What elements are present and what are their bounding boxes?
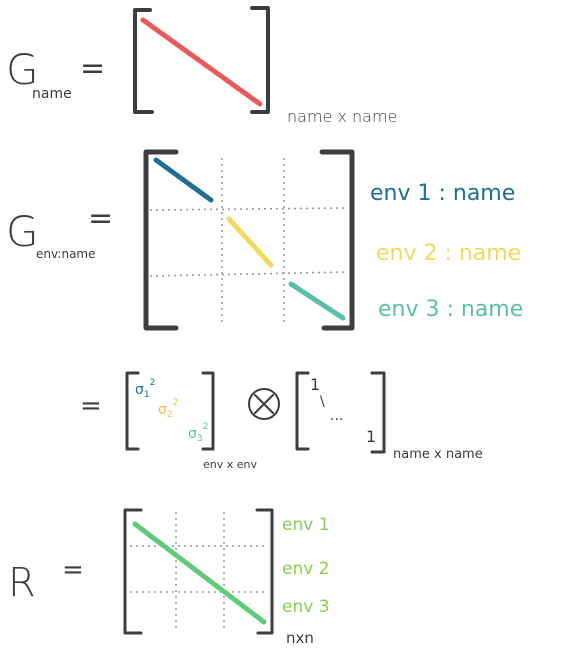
g-env-name-grid xyxy=(149,158,349,326)
r-label-env3: env 3 xyxy=(282,597,330,617)
sigma-matrix-dims: env x env xyxy=(203,458,257,471)
sigma-3: σ32 xyxy=(188,422,208,444)
identity-matrix-dims: name x name xyxy=(393,447,483,462)
r-label-env2: env 2 xyxy=(282,559,330,579)
g-env-name-subscript: env:name xyxy=(36,247,96,261)
kronecker-equals: = xyxy=(80,391,102,421)
g-env-name-right-bracket xyxy=(319,149,355,331)
kronecker-operator-icon xyxy=(248,388,280,420)
sigma-matrix-right-bracket xyxy=(201,371,215,451)
equation-r: R = env 1 env 2 env 3 nxn xyxy=(8,508,330,647)
r-left-bracket xyxy=(123,508,143,635)
g-name-equals: = xyxy=(80,51,105,86)
r-dims: nxn xyxy=(286,629,314,647)
g-name-subscript: name xyxy=(32,86,72,102)
r-grid xyxy=(130,512,268,632)
g-name-right-bracket xyxy=(250,6,270,114)
equation-g-env-name: G env:name = env 1 : name env 2 : name e… xyxy=(6,149,523,331)
g-env-name-label-env3: env 3 : name xyxy=(378,297,523,322)
g-env-name-symbol: G xyxy=(6,207,39,256)
equation-g-name: G name = name x name xyxy=(6,6,397,126)
g-env-name-block-2-diagonal xyxy=(226,216,274,268)
sigma-1: σ12 xyxy=(135,378,155,400)
g-name-diagonal xyxy=(140,17,263,107)
identity-diag-bottom: 1 xyxy=(366,427,376,446)
sigma-matrix-left-bracket xyxy=(125,371,140,451)
identity-diag-mid: \ xyxy=(320,394,325,410)
sigma-2: σ22 xyxy=(158,398,178,420)
g-env-name-label-env1: env 1 : name xyxy=(370,181,515,206)
g-env-name-left-bracket xyxy=(143,149,179,331)
g-env-name-label-env2: env 2 : name xyxy=(376,241,521,266)
identity-diag-top: 1 xyxy=(310,375,320,394)
r-right-bracket xyxy=(255,508,274,635)
r-diagonal xyxy=(132,521,267,625)
identity-diag-dots: ... xyxy=(330,408,343,424)
g-name-symbol: G xyxy=(6,45,39,94)
g-env-name-block-1-diagonal xyxy=(153,157,214,203)
identity-matrix-left-bracket xyxy=(295,371,310,451)
g-name-dims: name x name xyxy=(287,107,397,126)
g-name-left-bracket xyxy=(133,8,154,114)
r-equals: = xyxy=(62,555,84,585)
g-env-name-equals: = xyxy=(88,201,113,236)
r-label-env1: env 1 xyxy=(282,515,330,535)
g-env-name-block-3-diagonal xyxy=(288,281,346,321)
identity-matrix-right-bracket xyxy=(370,371,386,454)
equation-kronecker: = σ12 σ22 σ32 env x env 1 \ ... 1 name x… xyxy=(80,371,483,471)
r-symbol: R xyxy=(8,560,36,606)
